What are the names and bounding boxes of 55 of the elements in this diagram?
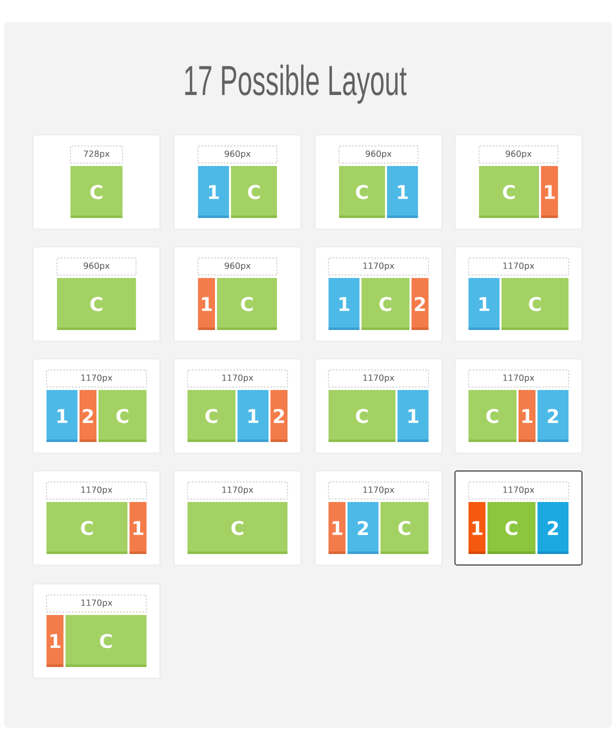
width-label: 1170px — [468, 258, 569, 276]
column-block: C — [380, 502, 428, 554]
column-block: 2 — [538, 502, 568, 554]
width-label: 1170px — [468, 370, 569, 388]
width-label: 1170px — [328, 258, 429, 276]
column-block: 1 — [518, 390, 536, 442]
column-block: C — [188, 502, 288, 554]
column-block: 1 — [468, 502, 486, 554]
width-label: 960px — [198, 258, 278, 276]
width-label: 1170px — [468, 482, 569, 500]
width-label: 1170px — [328, 370, 429, 388]
column-block: C — [57, 278, 136, 330]
width-label: 1170px — [46, 370, 147, 388]
column-block: 1 — [328, 502, 346, 554]
column-block: 2 — [412, 278, 428, 330]
width-label: 960px — [56, 258, 136, 276]
column-block: 1 — [46, 615, 64, 667]
width-label: 1170px — [187, 482, 288, 500]
width-label: 728px — [70, 146, 123, 164]
column-block: C — [217, 278, 277, 330]
width-label: 960px — [198, 146, 278, 164]
column-block: C — [188, 390, 236, 442]
column-block: C — [502, 278, 568, 330]
column-block: C — [66, 615, 146, 667]
width-label: 960px — [478, 146, 558, 164]
column-block: C — [488, 502, 536, 554]
column-block: C — [339, 166, 385, 218]
column-block: 1 — [46, 390, 78, 442]
column-block: C — [362, 278, 410, 330]
column-block: 1 — [387, 166, 418, 218]
column-block: 1 — [198, 166, 229, 218]
column-block: C — [231, 166, 277, 218]
width-label: 960px — [338, 146, 418, 164]
column-block: 1 — [328, 278, 360, 330]
column-block: C — [328, 390, 396, 442]
column-block: 1 — [198, 278, 215, 330]
column-block: 1 — [398, 390, 428, 442]
column-block: C — [468, 390, 516, 442]
column-block: C — [98, 390, 146, 442]
width-label: 1170px — [187, 370, 288, 388]
column-block: 1 — [238, 390, 268, 442]
title: 17 Possible Layout — [185, 64, 407, 104]
column-block: 2 — [80, 390, 96, 442]
column-block: 1 — [468, 278, 500, 330]
column-block: C — [46, 502, 128, 554]
column-block: C — [479, 166, 539, 218]
column-block: C — [70, 166, 122, 218]
column-block: 2 — [538, 390, 568, 442]
column-block: 2 — [270, 390, 288, 442]
column-block: 2 — [348, 502, 378, 554]
column-block: 1 — [541, 166, 558, 218]
column-block: 1 — [130, 502, 146, 554]
width-label: 1170px — [46, 482, 147, 500]
width-label: 1170px — [46, 594, 147, 612]
width-label: 1170px — [328, 482, 429, 500]
